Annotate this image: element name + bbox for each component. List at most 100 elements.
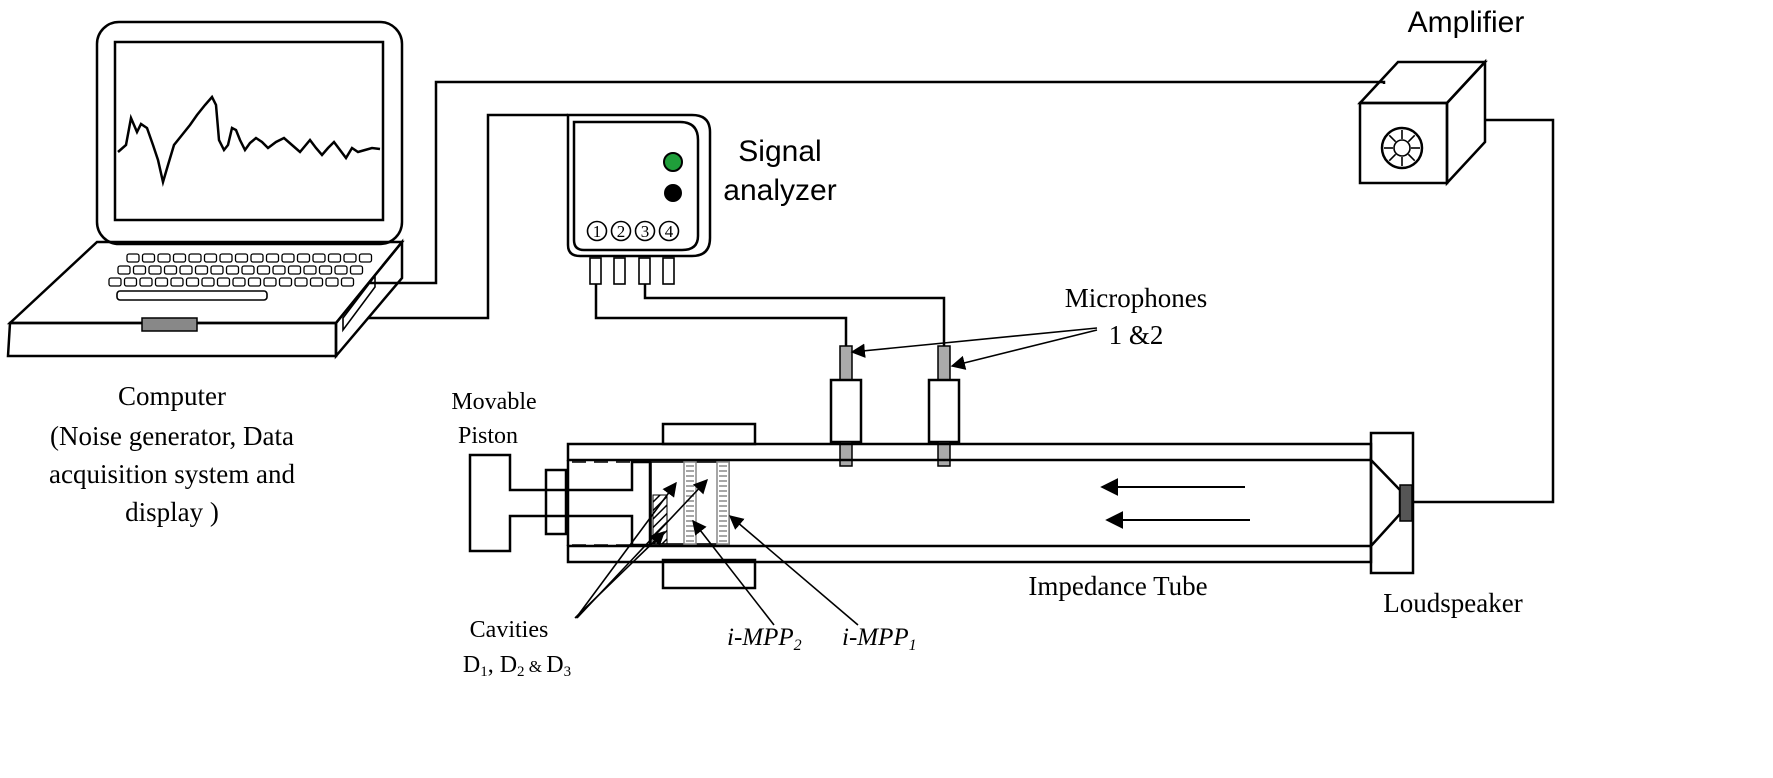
keyboard-key	[139, 277, 153, 287]
keyboard-key	[163, 265, 178, 275]
mpp1-label: i-MPP1	[842, 624, 917, 654]
analyzer-port-4: 4	[658, 220, 680, 242]
keyboard-key	[309, 277, 324, 287]
cavities-label-line1: Cavities	[470, 617, 549, 643]
cavity-d2-leader-arrow	[575, 481, 677, 619]
keyboard-key	[303, 265, 317, 275]
amplifier-side	[1445, 58, 1487, 187]
microphones-label-line1: Microphones	[1065, 283, 1207, 313]
keyboard-key	[325, 277, 339, 287]
laptop-screen	[113, 40, 385, 222]
cables	[368, 80, 1555, 504]
mpp1-panel	[716, 461, 730, 545]
keyboard-key	[141, 253, 156, 263]
microphone-2	[927, 345, 961, 467]
amplifier-knob-icon	[1380, 126, 1424, 170]
analyzer-body-back	[566, 113, 712, 258]
analyzer-port-4-label: 4	[665, 222, 674, 241]
signal-analyzer-label-line1: Signal	[738, 135, 821, 168]
loudspeaker-magnet	[1399, 484, 1413, 522]
keyboard-key	[132, 265, 147, 275]
keyboard-key	[108, 277, 122, 287]
keyboard-key	[312, 253, 326, 263]
keyboard-key	[210, 265, 224, 275]
cavities-label-line2: D1, D2 & D3	[463, 652, 571, 680]
keyboard-key	[296, 253, 311, 263]
analyzer-port-3: 3	[634, 220, 656, 242]
mpp2-leader-arrow	[692, 519, 775, 626]
keyboard-key	[170, 277, 184, 287]
laptop-screen-bezel	[95, 20, 404, 246]
analyzer-body-front	[572, 120, 700, 252]
keyboard-key	[343, 253, 357, 263]
keyboard-key	[172, 253, 187, 263]
keyboard-key	[117, 265, 131, 275]
loudspeaker-label: Loudspeaker	[1383, 588, 1522, 618]
laptop-base-side	[334, 238, 404, 360]
amplifier-knob-ticks	[1384, 130, 1420, 166]
amplifier	[1357, 58, 1488, 187]
cable-analyzer-mic2	[643, 284, 946, 346]
microphones-label-line2: 1 &2	[1109, 320, 1164, 350]
keyboard-key	[185, 277, 200, 287]
analyzer-port-2-label: 2	[617, 222, 626, 241]
cable-computer-amplifier	[370, 80, 1386, 285]
piston-label-line1: Movable	[451, 389, 536, 415]
keyboard-key	[281, 253, 295, 263]
keyboard-key	[263, 277, 277, 287]
keyboard-key	[278, 277, 293, 287]
keyboard-key	[349, 265, 364, 275]
keyboard-key	[241, 265, 255, 275]
knob-tick	[1388, 134, 1397, 143]
analyzer-connector-3	[638, 257, 651, 285]
tube-flange-top	[661, 422, 757, 446]
keyboard-key	[318, 265, 333, 275]
keyboard-key	[179, 265, 193, 275]
mpp1-leader-arrow	[728, 515, 859, 626]
keyboard-key	[334, 265, 348, 275]
keyboard-key	[247, 277, 262, 287]
loudspeaker-cone	[1369, 456, 1402, 550]
knob-tick	[1407, 134, 1416, 143]
keyboard-key	[232, 277, 246, 287]
analyzer-port-3-label: 3	[641, 222, 650, 241]
keyboard-key	[294, 277, 308, 287]
signal-analyzer: 1 2 3 4	[566, 113, 712, 285]
mpp1-perforations	[719, 465, 727, 542]
computer-label-line3: acquisition system and	[49, 459, 295, 489]
piston-guide	[544, 468, 568, 536]
keyboard-key	[327, 253, 342, 263]
laptop-spacebar	[116, 290, 268, 301]
amplifier-label: Amplifier	[1408, 6, 1525, 39]
keyboard-key	[157, 253, 171, 263]
keyboard-key	[148, 265, 162, 275]
computer-label-line4: display )	[125, 497, 219, 527]
cable-amplifier-loudspeaker	[1410, 118, 1555, 504]
keyboard-key	[203, 253, 218, 263]
amplifier-front	[1358, 101, 1449, 185]
keyboard-key	[219, 253, 233, 263]
analyzer-port-1: 1	[586, 220, 608, 242]
keyboard-key	[250, 253, 264, 263]
movable-piston	[468, 453, 652, 553]
cavities-and-mpp	[650, 461, 730, 545]
keyboard-key	[194, 265, 209, 275]
analyzer-connector-4	[662, 257, 675, 285]
cable-computer-analyzer	[368, 113, 568, 320]
keyboard-key	[188, 253, 202, 263]
laptop-side-port	[342, 273, 376, 333]
knob-tick	[1388, 153, 1397, 162]
piston-label-line2: Piston	[458, 423, 518, 449]
analyzer-black-led	[664, 184, 682, 202]
keyboard-key	[256, 265, 271, 275]
keyboard-key	[123, 277, 138, 287]
keyboard-key	[358, 253, 373, 263]
mic2-leader-arrow	[950, 329, 1098, 370]
keyboard-key	[287, 265, 302, 275]
leader-arrows	[574, 327, 1098, 626]
keyboard-key	[201, 277, 215, 287]
analyzer-port-1-label: 1	[593, 222, 602, 241]
computer-label-line2: (Noise generator, Data	[50, 421, 294, 451]
keyboard-key	[234, 253, 249, 263]
cable-analyzer-mic1	[594, 284, 848, 346]
